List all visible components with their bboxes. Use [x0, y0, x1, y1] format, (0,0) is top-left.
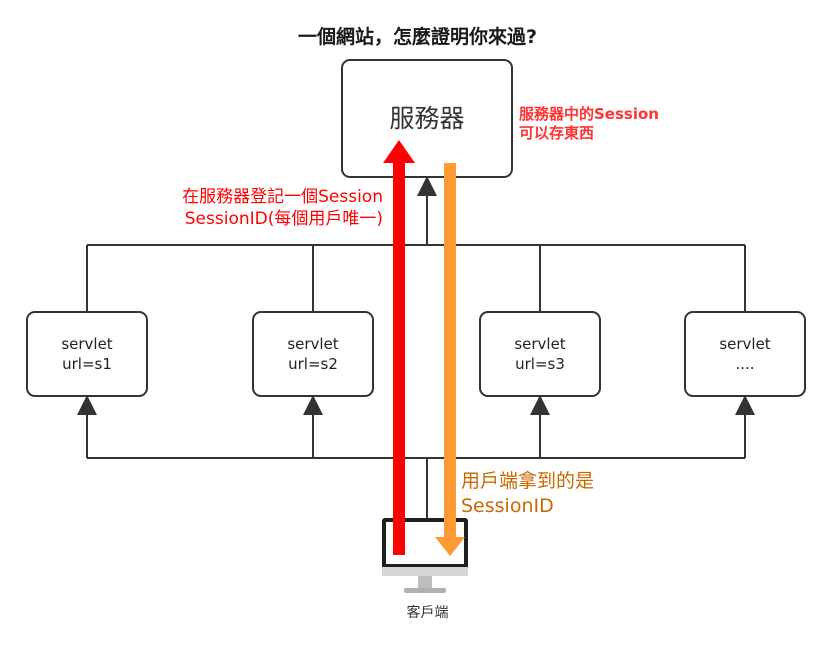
servlet-label-2: servlet url=s2	[253, 334, 373, 375]
servlet-name-2: servlet	[287, 335, 339, 353]
servlet-label-4: servlet ....	[685, 334, 805, 375]
register-session-note-line2: SessionID(每個用戶唯一)	[184, 209, 383, 230]
client-label: 客戶端	[406, 605, 449, 621]
client-session-id-note-line2: SessionID	[461, 494, 554, 517]
servlet-name-4: servlet	[719, 335, 771, 353]
client-session-id-note-line1: 用戶端拿到的是	[461, 470, 595, 492]
servlet-url-1: url=s1	[62, 355, 112, 374]
servlet-url-2: url=s2	[288, 355, 338, 374]
upper-bus-lines	[86, 176, 746, 312]
register-session-note-line1: 在服務器登記一個Session	[182, 187, 383, 207]
servlet-name-1: servlet	[61, 335, 113, 353]
server-label: 服務器	[389, 104, 465, 133]
register-arrow	[383, 140, 415, 555]
lower-bus-lines	[77, 395, 755, 518]
server-session-note-line2: 可以存東西	[519, 123, 595, 142]
diagram-title: 一個網站，怎麼證明你來過?	[297, 26, 538, 48]
servlet-url-3: url=s3	[515, 355, 565, 374]
server-session-note-line1: 服務器中的Session	[519, 105, 659, 123]
servlet-name-3: servlet	[514, 335, 566, 353]
session-id-arrow	[435, 163, 465, 556]
servlet-label-3: servlet url=s3	[480, 334, 600, 375]
servlet-url-4: ....	[735, 355, 755, 374]
servlet-label-1: servlet url=s1	[27, 334, 147, 375]
